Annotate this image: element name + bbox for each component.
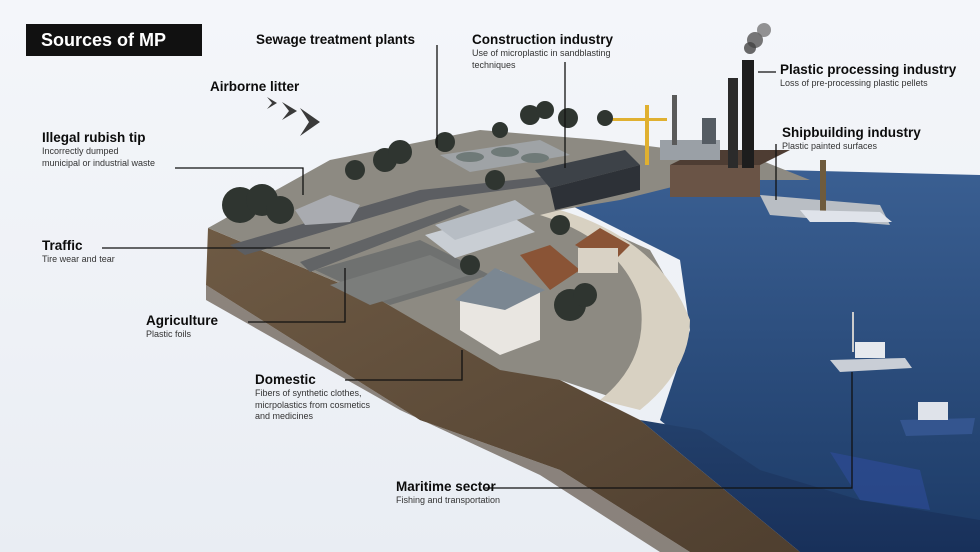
label-description: Loss of pre-processing plastic pellets [780, 78, 928, 88]
label-heading: Construction industry [472, 32, 613, 47]
land-surface [208, 23, 890, 410]
label-heading: Shipbuilding industry [782, 125, 921, 140]
airborne-litter-arrows [267, 97, 320, 136]
label-description: Plastic painted surfaces [782, 141, 878, 151]
label-construction-industry: Construction industry Use of microplasti… [472, 32, 613, 71]
label-traffic: Traffic Tire wear and tear [42, 238, 115, 266]
label-heading: Illegal rubish tip [42, 130, 146, 145]
soil-cross-section [206, 228, 800, 552]
label-heading: Maritime sector [396, 479, 496, 494]
label-description: Tire wear and tear [42, 254, 115, 264]
label-shipbuilding: Shipbuilding industry Plastic painted su… [782, 125, 921, 153]
sea [560, 170, 980, 552]
label-agriculture: Agriculture Plastic foils [146, 313, 218, 341]
label-heading: Agriculture [146, 313, 219, 328]
label-heading: Airborne litter [210, 79, 300, 94]
trees [222, 101, 613, 321]
label-maritime-sector: Maritime sector Fishing and transportati… [396, 479, 500, 507]
label-description: Incorrectly dumped municipal or industri… [42, 146, 156, 168]
label-airborne-litter: Airborne litter [210, 79, 299, 95]
label-domestic: Domestic Fibers of synthetic clothes, mi… [255, 372, 370, 423]
label-heading: Traffic [42, 238, 83, 253]
page-title: Sources of MP [41, 29, 167, 50]
label-heading: Plastic processing industry [780, 62, 957, 77]
label-heading: Sewage treatment plants [256, 32, 416, 47]
label-heading: Domestic [255, 372, 316, 387]
label-sewage-treatment: Sewage treatment plants [256, 32, 415, 48]
label-description: Fibers of synthetic clothes, micrpolasti… [255, 388, 371, 421]
label-description: Use of microplastic in sandblasting tech… [472, 48, 611, 70]
boats [800, 210, 975, 436]
label-description: Fishing and transportation [396, 495, 501, 505]
label-illegal-rubbish-tip: Illegal rubish tip Incorrectly dumped mu… [42, 130, 155, 169]
leader-lines [102, 45, 853, 489]
title-box: Sources of MP [26, 24, 202, 56]
label-plastic-processing: Plastic processing industry Loss of pre-… [780, 62, 956, 90]
label-description: Plastic foils [146, 329, 192, 339]
